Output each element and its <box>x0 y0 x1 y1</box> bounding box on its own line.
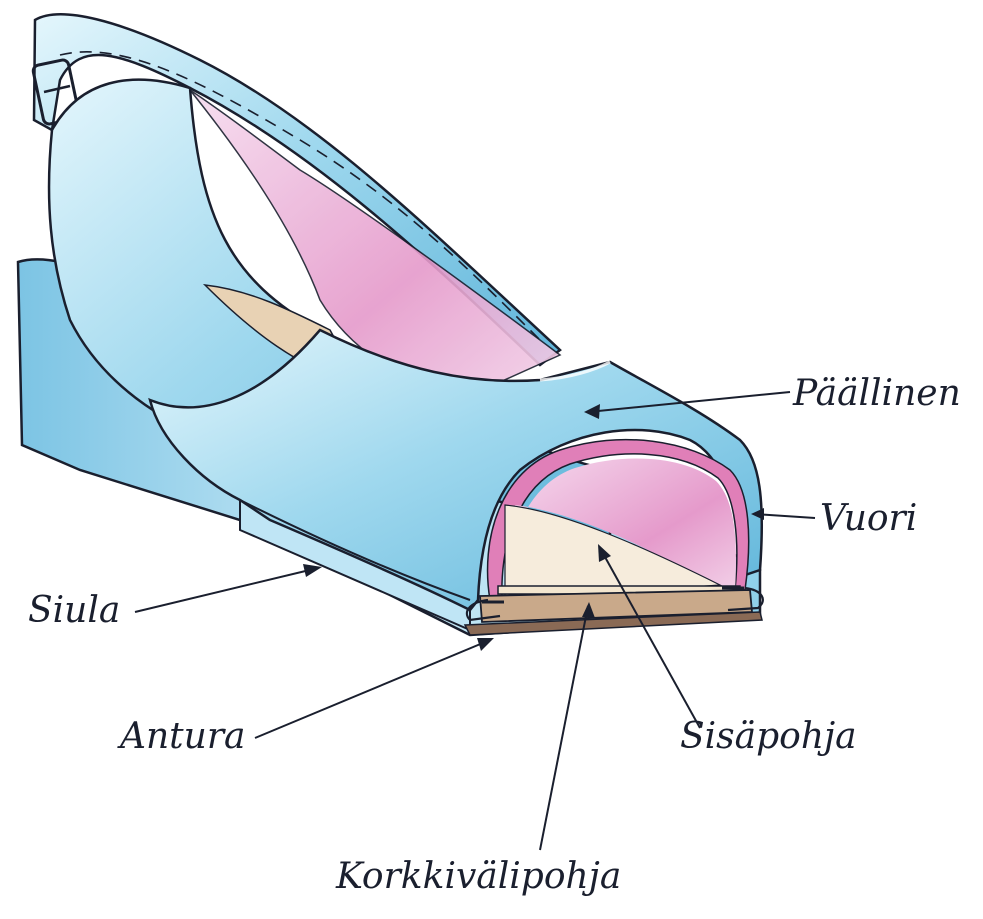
pointer-outsole <box>255 640 490 738</box>
label-outsole: Antura <box>117 716 246 757</box>
label-cork-midsole: Korkkivälipohja <box>335 856 621 897</box>
label-lining: Vuori <box>820 498 917 539</box>
arrowhead-outsole <box>477 638 494 651</box>
label-insole: Sisäpohja <box>680 716 857 757</box>
label-welt: Siula <box>28 590 120 631</box>
arrowhead-welt <box>303 564 322 577</box>
pointer-welt <box>135 568 318 612</box>
pointer-cork <box>540 606 588 850</box>
label-upper: Päällinen <box>792 373 961 414</box>
